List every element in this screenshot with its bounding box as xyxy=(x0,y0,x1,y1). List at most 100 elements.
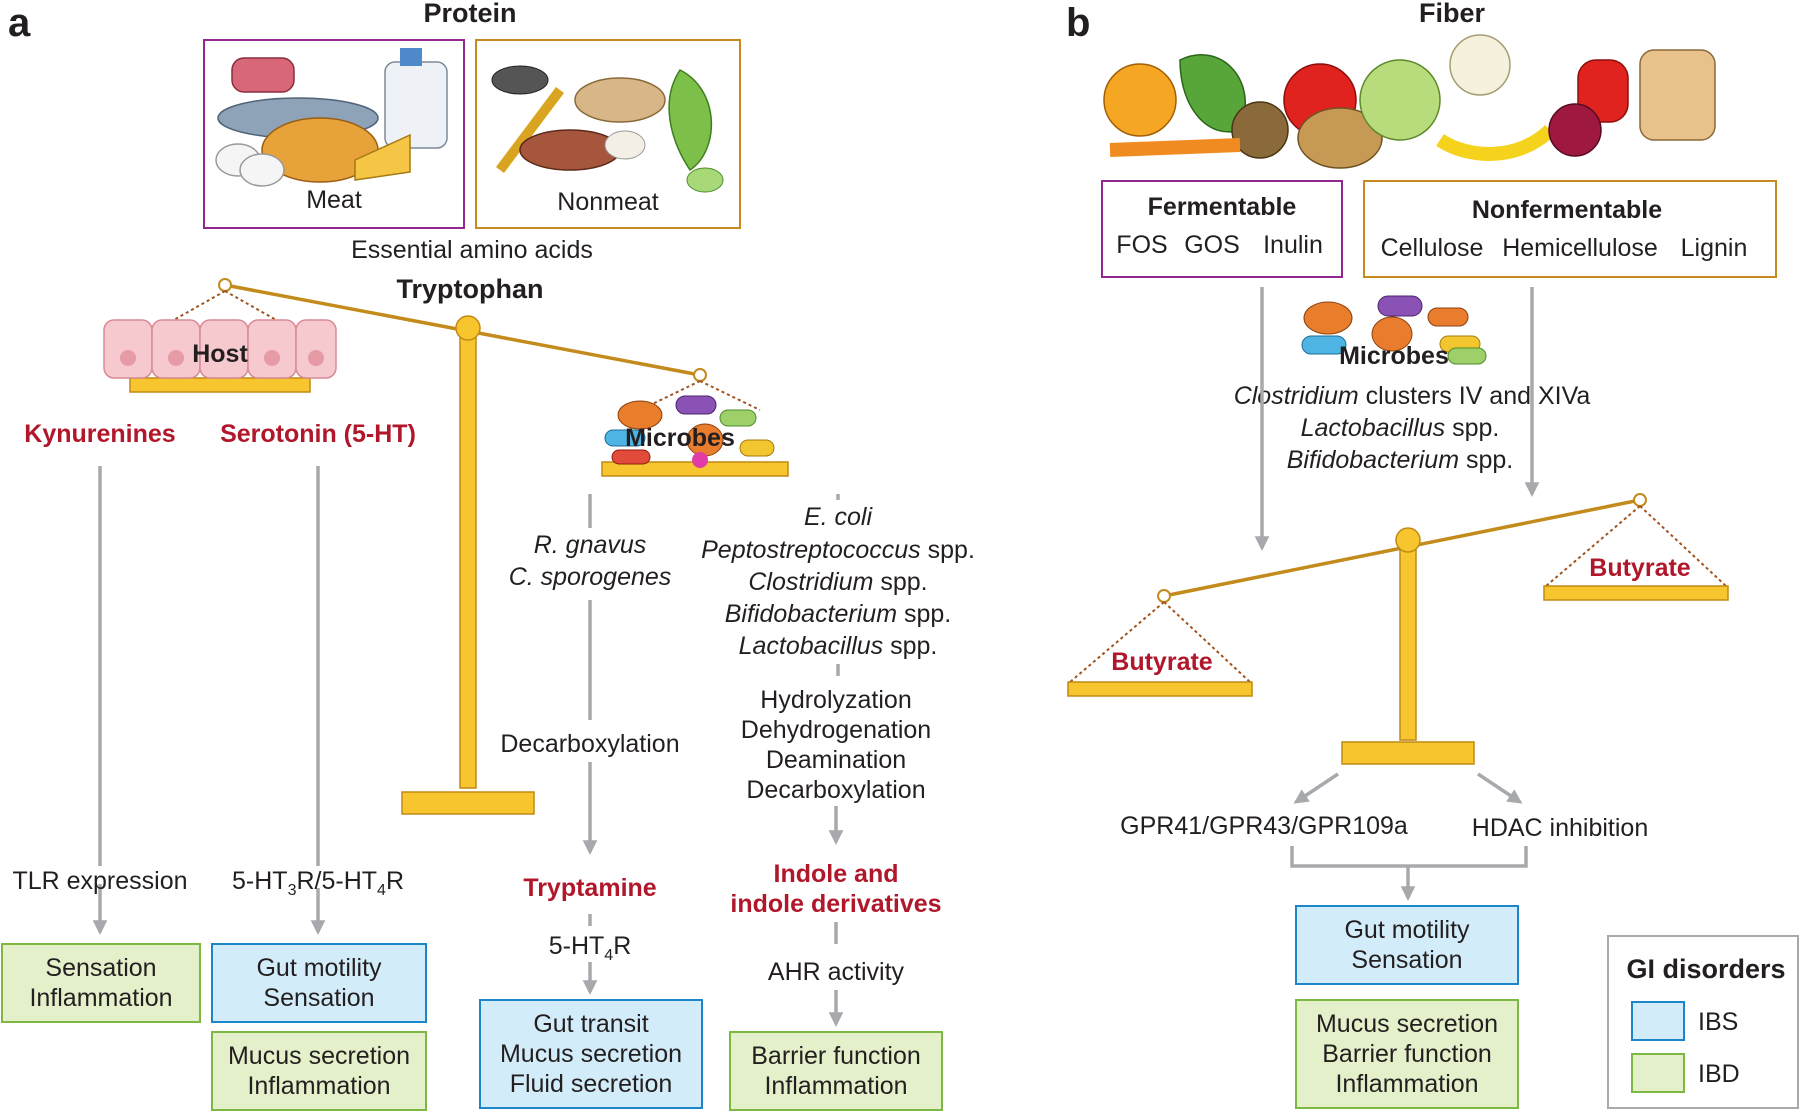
decarboxylation-label: Decarboxylation xyxy=(500,730,679,758)
scale-b-left-pan xyxy=(1067,681,1253,697)
nonmeat-label: Nonmeat xyxy=(557,188,658,216)
microbes-label-b: Microbes xyxy=(1339,342,1449,370)
svg-text:Cellulose: Cellulose xyxy=(1381,234,1484,262)
svg-text:Clostridium clusters IV and XI: Clostridium clusters IV and XIVa xyxy=(1234,382,1591,410)
svg-text:Gut transit: Gut transit xyxy=(533,1010,648,1038)
fiber-bacteria-list: Clostridium clusters IV and XIVa Lactoba… xyxy=(1234,382,1591,474)
panel-a-title: Protein xyxy=(423,0,516,28)
outcome-box-butyrate-ibs: Gut motility Sensation xyxy=(1295,905,1519,985)
svg-text:Inflammation: Inflammation xyxy=(764,1072,907,1100)
scale-a-pillar xyxy=(459,327,477,789)
svg-text:GOS: GOS xyxy=(1184,231,1240,259)
svg-text:Gut motility: Gut motility xyxy=(256,954,382,982)
svg-text:Inflammation: Inflammation xyxy=(1335,1070,1478,1098)
scale-b-pillar xyxy=(1399,539,1417,741)
svg-text:Decarboxylation: Decarboxylation xyxy=(746,776,925,804)
scale-a-host-pan xyxy=(129,377,311,393)
panel-a-letter: a xyxy=(8,1,31,45)
indole-bacteria-list: E. coli Peptostreptococcus spp. Clostrid… xyxy=(701,503,975,660)
scale-b-base xyxy=(1341,741,1475,765)
nonfermentable-box: Nonfermentable Cellulose Hemicellulose L… xyxy=(1363,180,1777,278)
bacteria-c-sporogenes: C. sporogenes xyxy=(509,563,672,591)
microbes-cluster-a xyxy=(604,395,775,468)
svg-text:Barrier function: Barrier function xyxy=(1322,1040,1492,1068)
tlr-expression: TLR expression xyxy=(12,867,187,895)
tryptophan-label: Tryptophan xyxy=(397,274,544,304)
legend-ibs-label: IBS xyxy=(1698,1008,1738,1036)
svg-text:Lactobacillus spp.: Lactobacillus spp. xyxy=(1301,414,1500,442)
essential-amino-acids: Essential amino acids xyxy=(351,236,593,264)
ahr-activity: AHR activity xyxy=(768,958,905,986)
host-cells-illustration xyxy=(103,319,337,379)
svg-text:Hemicellulose: Hemicellulose xyxy=(1502,234,1658,262)
outcome-box-serotonin-ibs: Gut motility Sensation xyxy=(211,943,427,1023)
scale-b-pivot xyxy=(1395,527,1421,553)
svg-text:Hydrolyzation: Hydrolyzation xyxy=(760,686,911,714)
svg-text:E. coli: E. coli xyxy=(804,503,874,531)
arrow-to-hdac xyxy=(1477,772,1523,804)
meat-food-illustration xyxy=(215,48,448,187)
hdac-label: HDAC inhibition xyxy=(1472,814,1648,842)
meat-label: Meat xyxy=(306,186,362,214)
bacteria-r-gnavus: R. gnavus xyxy=(534,531,647,559)
svg-text:Clostridium spp.: Clostridium spp. xyxy=(748,568,927,596)
panel-b-title: Fiber xyxy=(1419,0,1486,28)
scale-b-right-pan xyxy=(1543,585,1729,601)
svg-text:Inflammation: Inflammation xyxy=(29,984,172,1012)
fiber-food-illustration xyxy=(1103,34,1716,169)
microbes-cluster-b xyxy=(1301,295,1487,365)
outcome-box-butyrate-ibd: Mucus secretion Barrier function Inflamm… xyxy=(1295,999,1519,1109)
microbes-label-a: Microbes xyxy=(625,424,735,452)
merge-bracket xyxy=(1290,846,1528,868)
indole-label-line1: Indole and xyxy=(774,860,899,888)
svg-text:Deamination: Deamination xyxy=(766,746,906,774)
fermentable-title: Fermentable xyxy=(1148,193,1297,221)
legend: GI disorders IBS IBD xyxy=(1607,935,1799,1109)
nonmeat-food-illustration xyxy=(491,65,724,193)
indole-label-line2: indole derivatives xyxy=(730,890,941,918)
svg-text:Bifidobacterium spp.: Bifidobacterium spp. xyxy=(1287,446,1514,474)
tryptamine-label: Tryptamine xyxy=(523,874,656,902)
outcome-box-tryptamine: Gut transit Mucus secretion Fluid secret… xyxy=(479,999,703,1109)
nonfermentable-title: Nonfermentable xyxy=(1472,196,1662,224)
svg-text:Inflammation: Inflammation xyxy=(247,1072,390,1100)
svg-text:Gut motility: Gut motility xyxy=(1344,916,1470,944)
fermentable-box: Fermentable FOS GOS Inulin xyxy=(1101,180,1343,278)
legend-title: GI disorders xyxy=(1626,954,1785,984)
panel-b-letter: b xyxy=(1066,1,1090,45)
svg-text:Barrier function: Barrier function xyxy=(751,1042,921,1070)
arrow-to-gpr xyxy=(1293,772,1339,804)
svg-text:Peptostreptococcus spp.: Peptostreptococcus spp. xyxy=(701,536,975,564)
svg-text:Dehydrogenation: Dehydrogenation xyxy=(741,716,931,744)
svg-text:Bifidobacterium spp.: Bifidobacterium spp. xyxy=(725,600,952,628)
nonmeat-source-box: Nonmeat xyxy=(475,39,741,229)
kynurenines-label: Kynurenines xyxy=(24,420,175,448)
serotonin-receptors: 5-HT3R/5-HT4R xyxy=(232,867,404,899)
balance-scale-a xyxy=(129,278,789,815)
svg-text:Sensation: Sensation xyxy=(263,984,374,1012)
serotonin-label: Serotonin (5-HT) xyxy=(220,420,416,448)
svg-text:Mucus secretion: Mucus secretion xyxy=(1316,1010,1498,1038)
butyrate-left: Butyrate xyxy=(1111,648,1213,676)
indole-process-list: Hydrolyzation Dehydrogenation Deaminatio… xyxy=(741,686,931,804)
scale-a-pivot xyxy=(455,315,481,341)
svg-text:Sensation: Sensation xyxy=(1351,946,1462,974)
svg-text:Mucus secretion: Mucus secretion xyxy=(500,1040,682,1068)
host-label: Host xyxy=(192,340,248,368)
butyrate-right: Butyrate xyxy=(1589,554,1691,582)
outcome-box-indole: Barrier function Inflammation xyxy=(729,1031,943,1111)
gpr-label: GPR41/GPR43/GPR109a xyxy=(1120,812,1408,840)
tryptamine-receptor: 5-HT4R xyxy=(549,932,632,964)
svg-text:Lactobacillus spp.: Lactobacillus spp. xyxy=(739,632,938,660)
legend-ibs-swatch xyxy=(1631,1001,1685,1041)
balance-scale-b xyxy=(1067,493,1729,765)
legend-ibd-label: IBD xyxy=(1698,1060,1740,1088)
outcome-box-kynurenines: Sensation Inflammation xyxy=(1,943,201,1023)
svg-text:Sensation: Sensation xyxy=(45,954,156,982)
meat-source-box: Meat xyxy=(203,39,465,229)
svg-text:Inulin: Inulin xyxy=(1263,231,1323,259)
svg-text:FOS: FOS xyxy=(1116,231,1167,259)
svg-text:Mucus secretion: Mucus secretion xyxy=(228,1042,410,1070)
